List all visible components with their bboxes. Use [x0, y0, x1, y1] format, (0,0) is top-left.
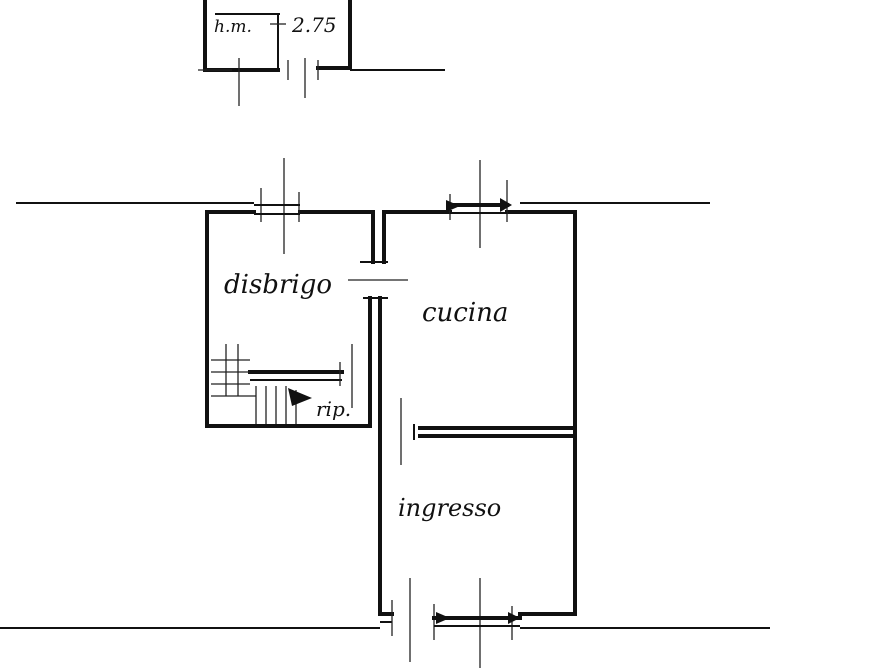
upper-unit-fragment: h.m. 2.75	[198, 0, 445, 106]
height-label: h.m.	[214, 17, 252, 37]
room-label-ingresso: ingresso	[398, 494, 501, 522]
room-labels: disbrigo cucina ingresso rip.	[224, 270, 508, 522]
unit-walls	[205, 210, 577, 623]
room-label-cucina: cucina	[422, 298, 508, 328]
room-label-disbrigo: disbrigo	[224, 270, 332, 300]
room-label-ripostiglio: rip.	[316, 397, 351, 421]
stair-symbol	[211, 344, 353, 424]
opening-marks	[254, 158, 522, 668]
height-value: 2.75	[291, 13, 337, 37]
